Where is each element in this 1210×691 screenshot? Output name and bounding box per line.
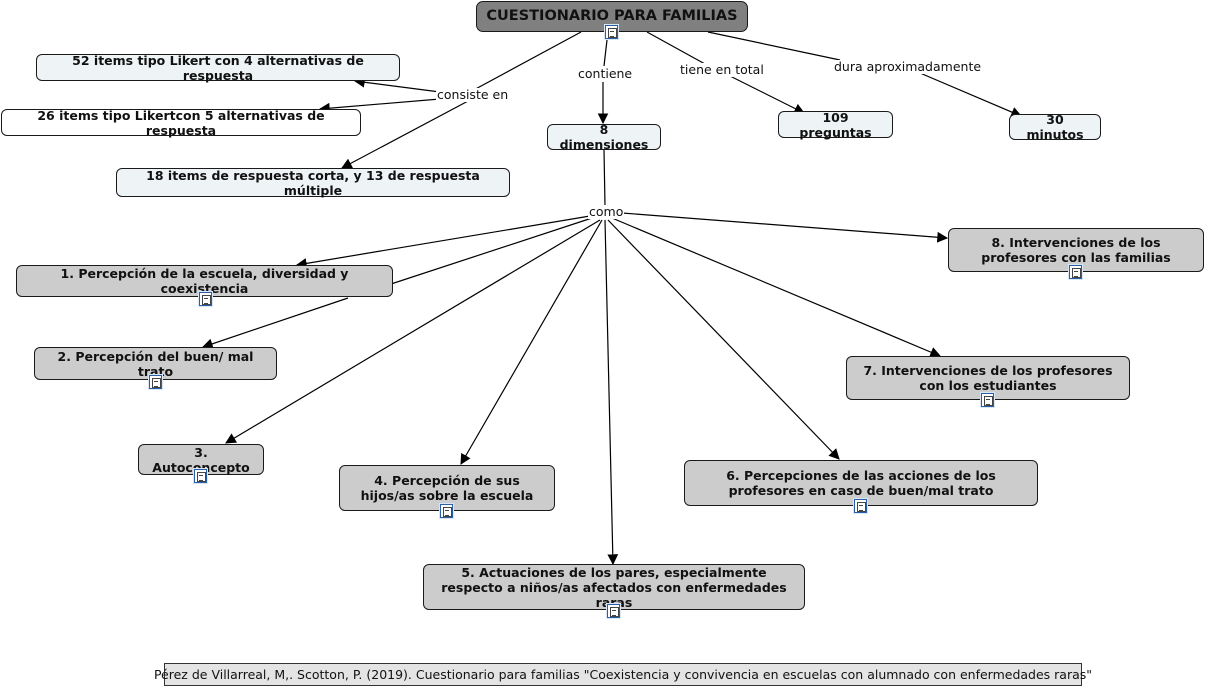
dimension-4-label: 4. Percepción de sus hijos/as sobre la e… [360, 473, 534, 503]
dimension-2[interactable]: 2. Percepción del buen/ mal trato [34, 347, 277, 380]
document-icon[interactable] [194, 469, 207, 483]
concept-30-minutos-label: 30 minutos [1026, 112, 1084, 142]
dimension-6-label: 6. Percepciones de las acciones de los p… [726, 468, 996, 498]
dimension-8[interactable]: 8. Intervenciones de los profesores con … [948, 228, 1204, 272]
link-label-dura-aproximadamente: dura aproximadamente [833, 59, 983, 74]
concept-short-answer-label: 18 items de respuesta corta, y 13 de res… [146, 167, 480, 198]
document-icon[interactable] [981, 393, 994, 407]
dimension-6[interactable]: 6. Percepciones de las acciones de los p… [684, 460, 1038, 506]
link-label-contiene: contiene [577, 66, 634, 81]
dimension-7-label: 7. Intervenciones de los profesores con … [863, 363, 1113, 393]
concept-109-preguntas-label: 109 preguntas [799, 109, 872, 140]
link-label-como: como [588, 204, 625, 219]
citation-text: Pérez de Villarreal, M,. Scotton, P. (20… [153, 667, 1093, 682]
concept-likert-5[interactable]: 26 items tipo Likertcon 5 alternativas d… [1, 107, 361, 138]
document-icon[interactable] [1069, 265, 1082, 279]
concept-8-dimensiones-label: 8 dimensiones [559, 122, 649, 152]
concept-30-minutos[interactable]: 30 minutos [1009, 112, 1101, 142]
dimension-4[interactable]: 4. Percepción de sus hijos/as sobre la e… [339, 465, 555, 511]
concept-8-dimensiones[interactable]: 8 dimensiones [547, 122, 661, 152]
dimension-2-label: 2. Percepción del buen/ mal trato [57, 348, 254, 379]
dimension-3-label: 3. Autoconcepto [152, 444, 250, 475]
concept-109-preguntas[interactable]: 109 preguntas [778, 109, 893, 140]
dimension-5-label: 5. Actuaciones de los pares, especialmen… [441, 564, 787, 610]
dimension-7[interactable]: 7. Intervenciones de los profesores con … [846, 356, 1130, 400]
dimension-8-label: 8. Intervenciones de los profesores con … [981, 235, 1171, 265]
document-icon[interactable] [854, 499, 867, 513]
concept-likert-4-label: 52 items tipo Likert con 4 alternativas … [72, 52, 364, 83]
concept-short-answer[interactable]: 18 items de respuesta corta, y 13 de res… [116, 167, 510, 198]
document-icon[interactable] [605, 25, 618, 39]
document-icon[interactable] [440, 504, 453, 518]
concept-likert-5-label: 26 items tipo Likertcon 5 alternativas d… [37, 107, 325, 138]
root-concept-label: CUESTIONARIO PARA FAMILIAS [486, 8, 738, 24]
link-label-tiene-en-total: tiene en total [679, 62, 765, 77]
document-icon[interactable] [607, 604, 620, 618]
document-icon[interactable] [149, 375, 162, 389]
dimension-1[interactable]: 1. Percepción de la escuela, diversidad … [16, 265, 393, 297]
concept-likert-4[interactable]: 52 items tipo Likert con 4 alternativas … [36, 52, 400, 83]
dimension-1-label: 1. Percepción de la escuela, diversidad … [60, 266, 349, 296]
dimension-5[interactable]: 5. Actuaciones de los pares, especialmen… [423, 564, 805, 610]
document-icon[interactable] [199, 292, 212, 306]
link-label-consiste-en: consiste en [436, 87, 510, 102]
citation-box: Pérez de Villarreal, M,. Scotton, P. (20… [154, 663, 1092, 686]
